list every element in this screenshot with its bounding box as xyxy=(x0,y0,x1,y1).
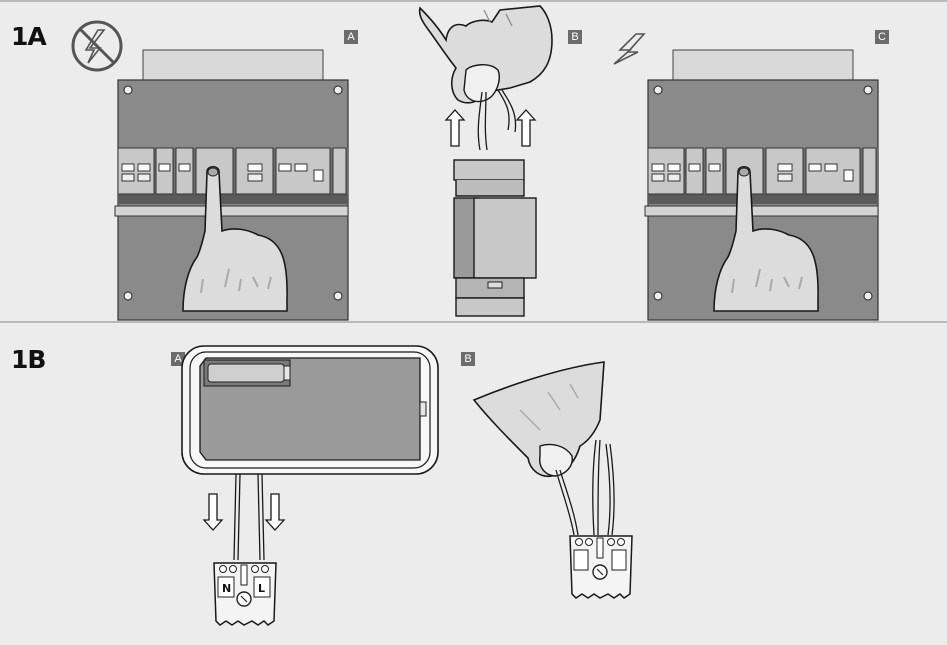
panel-badge-1a-a: A xyxy=(344,30,358,44)
panel-badge-1b-a: A xyxy=(171,352,185,366)
section-divider xyxy=(0,321,947,323)
step-label-1a: 1A xyxy=(11,22,47,51)
terminal-label-n: N xyxy=(222,582,231,595)
wires-1b-b xyxy=(555,439,615,536)
arrow-up-icon xyxy=(445,109,536,147)
wall-device xyxy=(181,345,439,475)
wires-1b-a xyxy=(233,473,265,561)
terminal-module-b xyxy=(569,535,633,599)
arrow-down-icon xyxy=(203,493,285,531)
step-label-1b: 1B xyxy=(11,345,46,374)
panel-badge-1a-c: C xyxy=(875,30,889,44)
pulling-hand xyxy=(418,5,553,104)
panel-badge-1a-b: B xyxy=(568,30,582,44)
terminal-label-l: L xyxy=(258,582,265,595)
din-rail-module xyxy=(453,159,537,317)
top-divider xyxy=(0,0,947,2)
power-icon xyxy=(613,33,646,65)
no-power-icon xyxy=(71,20,123,72)
panel-badge-1b-b: B xyxy=(461,352,475,366)
terminal-module-a: N L xyxy=(213,562,277,626)
holding-hand xyxy=(472,361,605,478)
wires-b xyxy=(477,89,517,151)
